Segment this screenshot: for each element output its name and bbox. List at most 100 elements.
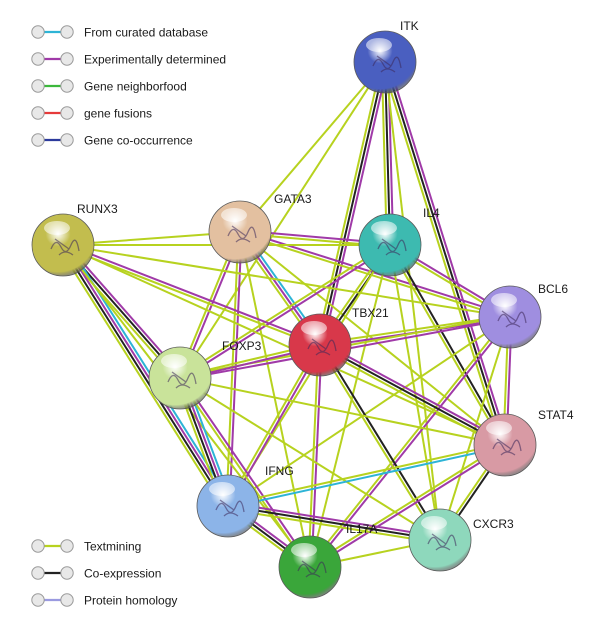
node-label: TBX21: [352, 306, 389, 320]
legend-node-icon: [60, 25, 74, 39]
legend-node-icon: [31, 539, 45, 553]
edge-line-textmining: [307, 344, 320, 567]
node-highlight: [209, 482, 235, 496]
edge-STAT4-IFNG: [227, 442, 506, 509]
node-il4[interactable]: IL4: [358, 206, 440, 277]
node-label: RUNX3: [77, 202, 118, 216]
legend-node-icon: [60, 593, 74, 607]
legend-item-coexpression: Co-expression: [31, 566, 161, 581]
edge-line-experimental: [63, 242, 321, 345]
node-highlight: [44, 221, 70, 235]
edge-TBX21-IL17A: [307, 344, 323, 568]
node-il17a[interactable]: IL17A: [278, 522, 377, 599]
edge-line-experimental: [310, 445, 507, 570]
edge-line-coexpression: [384, 61, 506, 446]
edge-line-experimental: [228, 501, 441, 538]
edge-TBX21-CXCR3: [317, 343, 443, 542]
node-label: BCL6: [538, 282, 568, 296]
node-tbx21[interactable]: TBX21: [288, 306, 389, 377]
edge-line-coexpression: [320, 343, 443, 540]
edge-line-curated: [228, 445, 506, 509]
legend-label: gene fusions: [84, 107, 152, 121]
protein-structure-icon: [215, 499, 245, 517]
edge-line-textmining: [239, 61, 386, 233]
legend-node-icon: [31, 133, 45, 147]
legend-item-textmining: Textmining: [31, 539, 141, 554]
edge-line-experimental: [180, 376, 313, 567]
legend-item-neighborhood: Gene neighborfood: [31, 79, 187, 94]
legend-label: Co-expression: [84, 567, 161, 581]
legend-node-icon: [31, 566, 45, 580]
node-label: GATA3: [274, 192, 312, 206]
legend-node-icon: [31, 79, 45, 93]
edge-line-textmining: [318, 346, 504, 449]
edge-line-textmining: [227, 508, 440, 545]
legend-node-icon: [31, 25, 45, 39]
edge-line-textmining: [179, 377, 441, 541]
edge-IL4-STAT4: [387, 243, 508, 447]
legend-label: From curated database: [84, 26, 208, 40]
protein-structure-icon: [492, 438, 522, 456]
legend-node-icon: [31, 593, 45, 607]
edge-line-textmining: [179, 61, 386, 379]
protein-structure-icon: [167, 371, 197, 389]
edge-line-textmining: [239, 231, 311, 568]
protein-structure-icon: [307, 338, 337, 356]
edge-line-experimental: [387, 60, 510, 445]
legend-item-homology: Protein homology: [31, 593, 177, 608]
edge-line-coexpression: [319, 61, 386, 346]
node-stat4[interactable]: STAT4: [473, 408, 574, 477]
node-label: ITK: [400, 19, 419, 33]
edge-line-experimental: [310, 345, 323, 568]
edge-line-textmining: [179, 377, 506, 446]
edge-ITK-GATA3: [239, 61, 386, 233]
node-highlight: [291, 543, 317, 557]
edge-line-textmining: [315, 61, 383, 345]
legend-node-icon: [60, 133, 74, 147]
legend-label: Experimentally determined: [84, 53, 226, 67]
legend-item-curated: From curated database: [31, 25, 208, 40]
protein-structure-icon: [50, 238, 80, 256]
legend-node-icon: [60, 106, 74, 120]
edge-line-experimental: [180, 245, 392, 381]
protein-structure-icon: [427, 533, 457, 551]
node-highlight: [221, 208, 247, 222]
edge-FOXP3-CXCR3: [179, 377, 441, 541]
node-itk[interactable]: ITK: [353, 19, 419, 94]
edge-line-textmining: [58, 247, 225, 510]
node-label: IL17A: [346, 522, 377, 536]
node-label: STAT4: [538, 408, 574, 422]
edge-ITK-STAT4: [380, 60, 510, 447]
protein-structure-icon: [227, 225, 257, 243]
edge-line-textmining: [308, 442, 505, 567]
edge-ITK-TBX21: [315, 61, 390, 346]
legend-node-icon: [60, 539, 74, 553]
node-highlight: [161, 354, 187, 368]
edge-line-textmining: [177, 378, 310, 569]
node-runx3[interactable]: RUNX3: [31, 202, 118, 277]
edges-layer: [58, 60, 513, 571]
edge-line-coexpression: [390, 243, 508, 445]
edge-line-coexpression: [319, 344, 506, 446]
node-gata3[interactable]: GATA3: [208, 192, 312, 264]
edge-line-textmining: [227, 442, 505, 506]
protein-structure-icon: [372, 55, 402, 73]
edge-STAT4-IL17A: [308, 442, 507, 570]
legend-label: Gene neighborfood: [84, 80, 187, 94]
edge-line-textmining: [178, 242, 390, 378]
node-bcl6[interactable]: BCL6: [478, 282, 568, 349]
node-cxcr3[interactable]: CXCR3: [408, 508, 514, 572]
legend-node-icon: [60, 566, 74, 580]
legend-node-icon: [60, 79, 74, 93]
node-ifng[interactable]: IFNG: [196, 464, 294, 538]
node-foxp3[interactable]: FOXP3: [148, 339, 262, 410]
edge-line-textmining: [319, 314, 510, 345]
edge-line-textmining: [62, 244, 511, 318]
edge-GATA3-IL17A: [239, 231, 311, 568]
edge-IFNG-CXCR3: [227, 501, 441, 545]
legend-node-icon: [31, 106, 45, 120]
legend-node-icon: [31, 52, 45, 66]
